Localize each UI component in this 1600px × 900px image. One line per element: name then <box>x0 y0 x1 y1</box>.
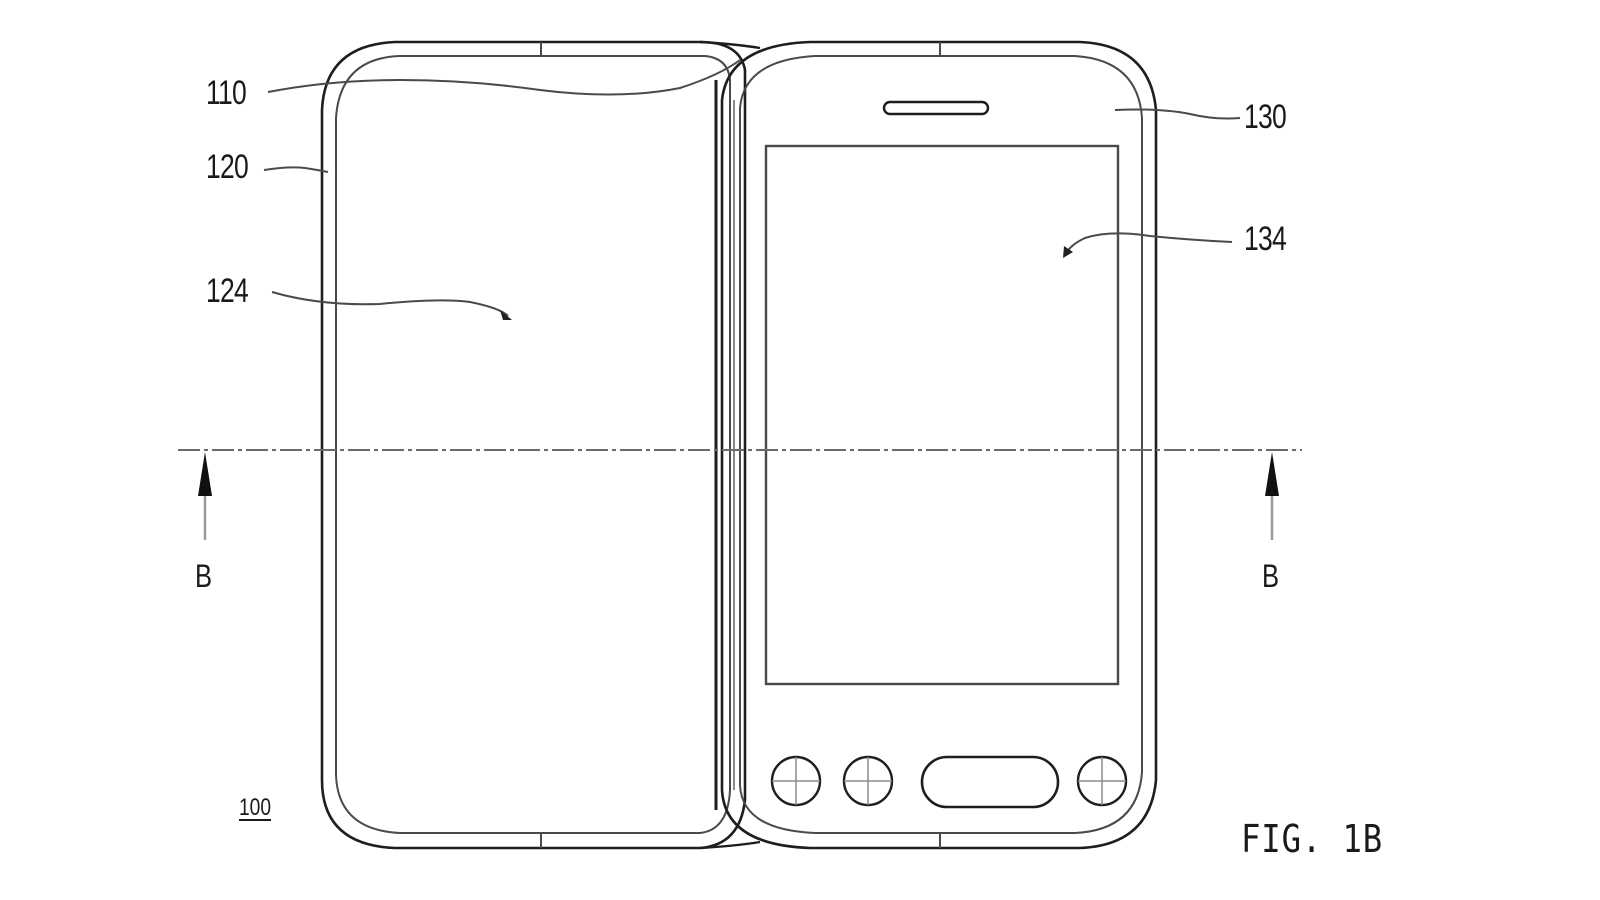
leader-124 <box>271 291 509 317</box>
button-left-1 <box>770 755 822 807</box>
section-marker-left: B <box>195 558 213 594</box>
ref-label-110: 110 <box>206 74 247 112</box>
button-left-2 <box>842 755 894 807</box>
arrowhead-134 <box>1063 246 1073 258</box>
ref-label-134: 134 <box>1244 220 1287 258</box>
section-arrow-left <box>198 452 212 540</box>
home-button <box>920 755 1060 809</box>
arrowhead-124 <box>500 310 512 320</box>
right-panel <box>720 40 1158 850</box>
left-panel <box>320 40 747 850</box>
ref-label-124: 124 <box>206 272 249 310</box>
figure-caption: FIG. 1B <box>1241 817 1384 861</box>
leader-120 <box>263 166 329 173</box>
display-screen <box>764 144 1120 686</box>
section-marker-right: B <box>1262 558 1280 594</box>
leader-130 <box>1114 108 1241 120</box>
leader-134 <box>1065 232 1233 255</box>
section-arrow-right <box>1265 452 1279 540</box>
button-right <box>1076 755 1128 807</box>
speaker-slot <box>882 100 990 116</box>
ref-label-120: 120 <box>206 148 249 186</box>
leader-110 <box>267 59 741 96</box>
ref-label-130: 130 <box>1244 98 1287 136</box>
device-number-label: 100 <box>239 794 272 821</box>
